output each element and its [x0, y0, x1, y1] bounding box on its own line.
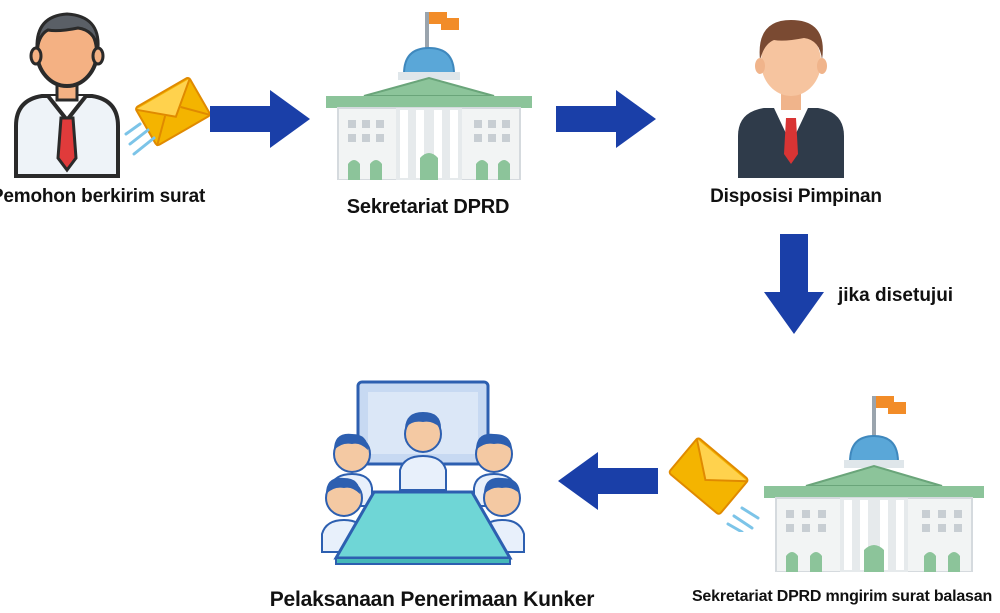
- envelope-icon: [124, 72, 210, 162]
- meeting-table-icon: [314, 380, 532, 566]
- arrow-right-icon: [210, 90, 310, 148]
- government-building-icon: [764, 392, 984, 572]
- disposition-label: Disposisi Pimpinan: [710, 186, 882, 207]
- government-building-icon: [326, 8, 532, 180]
- applicant-icon: [8, 8, 126, 178]
- arrow-right-icon: [556, 90, 656, 148]
- arrow-left-icon: [558, 452, 658, 510]
- applicant-label: Pemohon berkirim surat: [0, 186, 206, 207]
- secretariat-label: Sekretariat DPRD: [346, 196, 510, 218]
- manager-icon: [734, 14, 848, 178]
- reply-label: Sekretariat DPRD mngirim surat balasan: [691, 588, 993, 605]
- execution-label: Pelaksanaan Penerimaan Kunker: [269, 588, 595, 611]
- condition-label: jika disetujui: [838, 285, 954, 306]
- envelope-icon: [664, 432, 760, 532]
- arrow-down-icon: [764, 234, 824, 334]
